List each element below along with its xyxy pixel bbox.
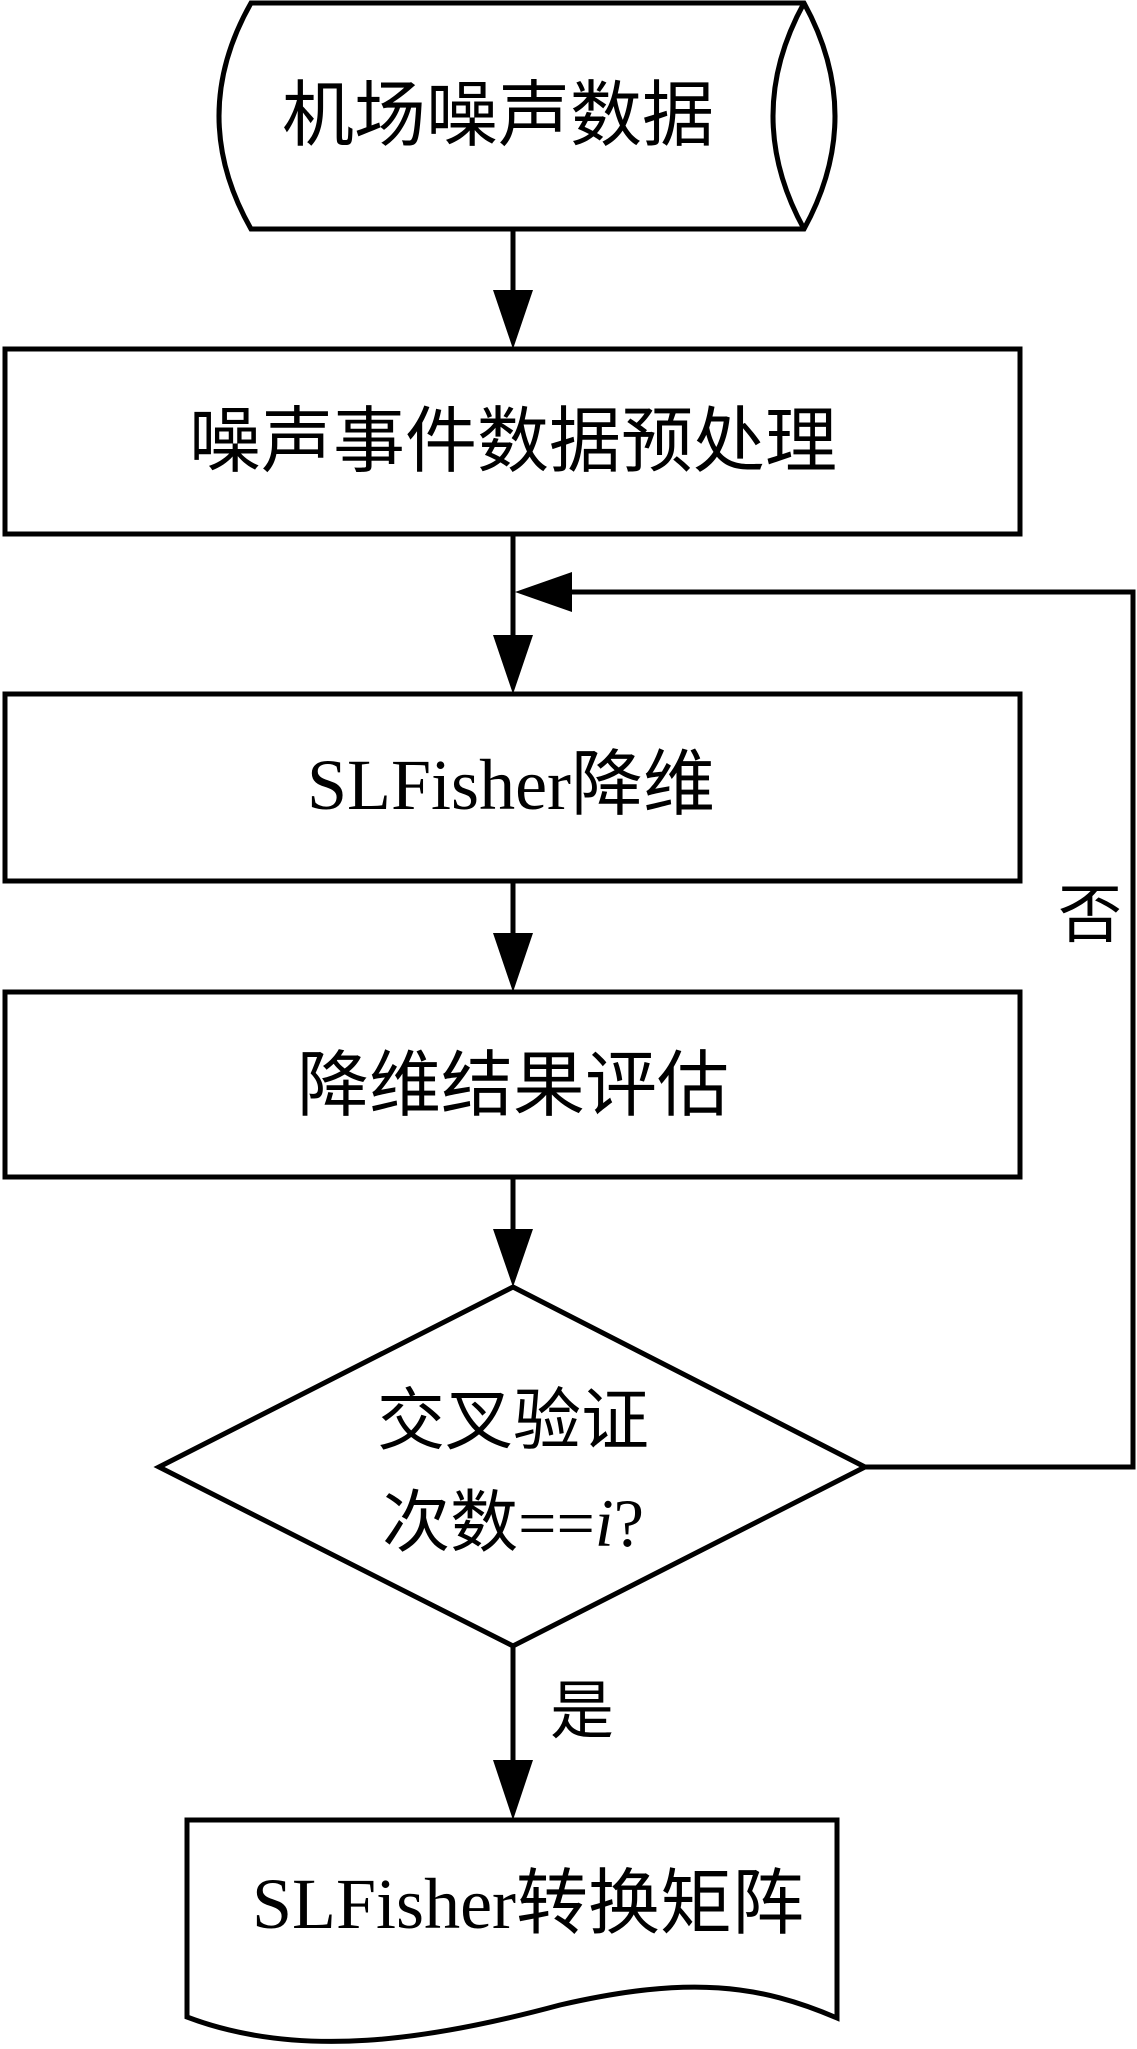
- document-shape: [184, 1817, 840, 2044]
- arrow-down-icon: [493, 933, 533, 992]
- stored-data-inner-arc: [770, 1, 807, 231]
- edge-source-to-preprocess: [493, 229, 533, 349]
- arrow-down-icon: [493, 290, 533, 349]
- decision-label-line1: 交叉验证: [377, 1383, 649, 1459]
- decision-label-variable: i: [595, 1485, 614, 1561]
- branch-label-yes: 是: [550, 1676, 614, 1747]
- loop-connector-line: [570, 589, 1136, 1470]
- node-noise-event-preprocessing[interactable]: 噪声事件数据预处理: [2, 346, 1023, 537]
- node-airport-noise-data[interactable]: 机场噪声数据: [216, 0, 838, 232]
- decision-diamond: [153, 1284, 871, 1649]
- node-label: SLFisher转换矩阵: [252, 1864, 804, 1944]
- edge-preprocess-to-reduce: [493, 534, 533, 694]
- arrow-down-icon: [493, 635, 533, 694]
- process-box: [2, 346, 1023, 537]
- node-label: 降维结果评估: [297, 1046, 729, 1126]
- node-slfisher-transform-matrix[interactable]: SLFisher转换矩阵: [184, 1817, 840, 2044]
- node-label: SLFisher降维: [307, 745, 715, 825]
- node-slfisher-reduction[interactable]: SLFisher降维: [2, 691, 1023, 884]
- decision-label-prefix: 次数==: [382, 1485, 595, 1561]
- arrow-down-icon: [493, 1229, 533, 1287]
- edge-evaluate-to-decision: [493, 1177, 533, 1287]
- edge-reduce-to-evaluate: [493, 881, 533, 992]
- arrow-down-icon: [493, 1760, 533, 1820]
- edge-decision-yes: 是: [493, 1646, 614, 1820]
- edge-decision-no-loop: 否: [515, 572, 1136, 1470]
- node-label: 噪声事件数据预处理: [189, 402, 837, 482]
- branch-label-no: 否: [1058, 880, 1122, 951]
- decision-label-line2: 次数==i?: [382, 1485, 644, 1561]
- process-box: [2, 989, 1023, 1180]
- process-box: [2, 691, 1023, 884]
- node-cross-validation-decision[interactable]: 交叉验证 次数==i?: [153, 1284, 871, 1649]
- node-label: 机场噪声数据: [282, 76, 714, 156]
- node-reduction-evaluation[interactable]: 降维结果评估: [2, 989, 1023, 1180]
- decision-label-suffix: ?: [614, 1485, 644, 1561]
- arrow-left-icon: [515, 572, 572, 612]
